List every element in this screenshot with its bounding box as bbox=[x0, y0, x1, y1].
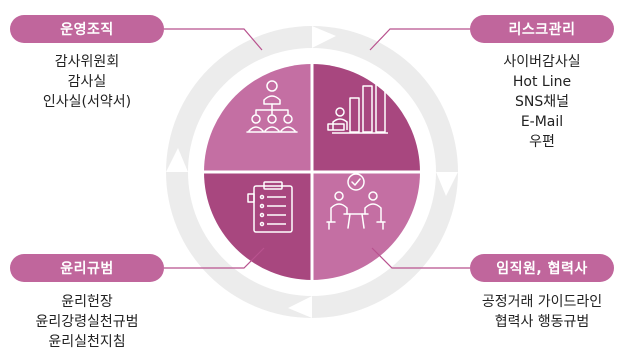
category-item: 사이버감사실 bbox=[503, 54, 581, 70]
category-item: Hot Line bbox=[512, 74, 572, 90]
quadrant-top-left bbox=[204, 64, 312, 172]
category-item: 감사실 bbox=[67, 74, 107, 90]
category-items-staff: 공정거래 가이드라인 협력사 행동규범 bbox=[464, 292, 620, 332]
quadrant-bottom-right bbox=[312, 172, 420, 280]
category-item: 인사실(서약서) bbox=[42, 94, 132, 110]
connector-top-right bbox=[369, 28, 470, 51]
connector-top-left bbox=[164, 28, 263, 51]
category-item: 윤리실천지침 bbox=[48, 334, 126, 350]
category-item: 우편 bbox=[529, 134, 555, 150]
organization-icon bbox=[246, 80, 298, 133]
category-item: 감사위원회 bbox=[54, 54, 120, 70]
category-items-org: 감사위원회 감사실 인사실(서약서) bbox=[10, 52, 164, 112]
category-item: SNS채널 bbox=[514, 94, 569, 110]
quadrants bbox=[204, 64, 420, 280]
checklist-clipboard-icon bbox=[247, 181, 293, 233]
connector-bottom-right bbox=[371, 247, 470, 269]
connectors bbox=[164, 28, 470, 269]
bar-chart-person-icon bbox=[327, 75, 388, 134]
category-items-risk: 사이버감사실 Hot Line SNS채널 E-Mail 우편 bbox=[470, 52, 614, 152]
category-pill-risk: 리스크관리 bbox=[470, 15, 614, 43]
category-item: E-Mail bbox=[520, 114, 564, 130]
meeting-agreement-icon bbox=[326, 173, 386, 230]
category-items-ethics: 윤리헌장 윤리강령실천규범 윤리실천지침 bbox=[10, 292, 164, 352]
category-item: 협력사 행동규범 bbox=[494, 314, 590, 330]
category-pill-org: 운영조직 bbox=[10, 15, 164, 43]
connector-bottom-left bbox=[164, 247, 265, 269]
category-pill-staff: 임직원, 협력사 bbox=[470, 254, 614, 282]
category-item: 공정거래 가이드라인 bbox=[481, 294, 603, 310]
category-pill-ethics: 윤리규범 bbox=[10, 254, 164, 282]
category-item: 윤리헌장 bbox=[61, 294, 113, 310]
quadrant-bottom-left bbox=[204, 172, 312, 280]
quadrant-top-right bbox=[312, 64, 420, 172]
category-item: 윤리강령실천규범 bbox=[35, 314, 139, 330]
